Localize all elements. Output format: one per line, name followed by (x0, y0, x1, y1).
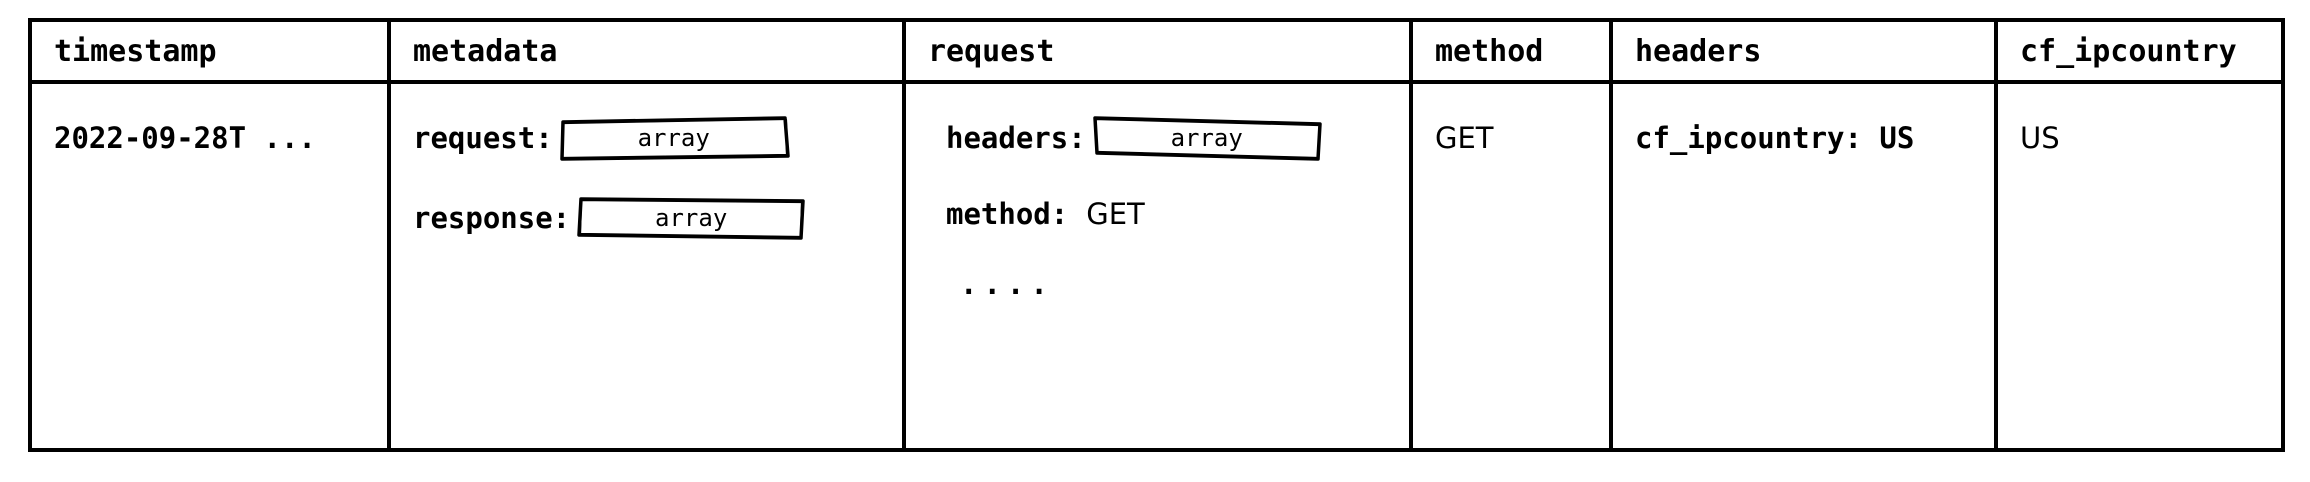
method-value: GET (1435, 121, 1494, 155)
request-key-headers: headers: (946, 121, 1086, 155)
metadata-key-request: request: (413, 121, 553, 155)
array-chip-request-headers[interactable]: array (1092, 115, 1322, 161)
column-divider-1 (387, 22, 391, 448)
cell-cf-ipcountry: US (1998, 84, 2281, 452)
cell-timestamp: 2022-09-28T ... (32, 84, 387, 452)
timestamp-value: 2022-09-28T ... (54, 121, 316, 155)
timestamp-value-line: 2022-09-28T ... (54, 110, 387, 166)
request-entry-method: method: GET (946, 186, 1409, 242)
table-frame: timestamp metadata request method header… (28, 18, 2285, 452)
request-entry-headers: headers: array (946, 110, 1409, 166)
array-chip-metadata-response[interactable]: array (576, 195, 806, 241)
header-separator (32, 80, 2281, 84)
cell-headers: cf_ipcountry: US (1613, 84, 1994, 452)
sketchy-box-outline-icon (1092, 116, 1322, 161)
column-divider-2 (902, 22, 906, 448)
column-divider-5 (1994, 22, 1998, 448)
column-header-metadata: metadata (413, 33, 558, 69)
table-body-row: 2022-09-28T ... request: array (32, 84, 2281, 452)
array-chip-metadata-request[interactable]: array (559, 115, 790, 161)
column-header-method: method (1435, 33, 1544, 69)
cf-ipcountry-value-line: US (2020, 110, 2281, 166)
column-header-request: request (928, 33, 1055, 69)
cell-method: GET (1413, 84, 1609, 452)
headers-value-line: cf_ipcountry: US (1635, 110, 1994, 166)
column-header-cf-ipcountry: cf_ipcountry (2020, 33, 2237, 69)
request-continuation-ellipsis: .... (960, 267, 1054, 301)
column-header-timestamp: timestamp (54, 33, 217, 69)
column-header-headers: headers (1635, 33, 1762, 69)
request-key-method: method: (946, 197, 1069, 231)
metadata-entry-response: response: array (413, 190, 902, 246)
method-value-line: GET (1435, 110, 1609, 166)
metadata-entry-request: request: array (413, 110, 902, 166)
cell-request: headers: array method: GET .... (906, 84, 1409, 452)
array-chip-label-request-headers: array (1170, 124, 1243, 152)
sketchy-box-outline-icon (577, 197, 805, 240)
request-value-method: GET (1086, 197, 1145, 231)
array-chip-label-metadata-request: array (637, 124, 710, 152)
array-chip-label-metadata-response: array (655, 204, 728, 232)
cf-ipcountry-value: US (2020, 121, 2060, 155)
column-divider-3 (1409, 22, 1413, 448)
table-header-row: timestamp metadata request method header… (32, 22, 2281, 80)
headers-value: cf_ipcountry: US (1635, 121, 1915, 155)
column-divider-4 (1609, 22, 1613, 448)
metadata-key-response: response: (413, 201, 571, 235)
sketchy-box-outline-icon (559, 116, 790, 161)
cell-metadata: request: array response: (391, 84, 902, 452)
